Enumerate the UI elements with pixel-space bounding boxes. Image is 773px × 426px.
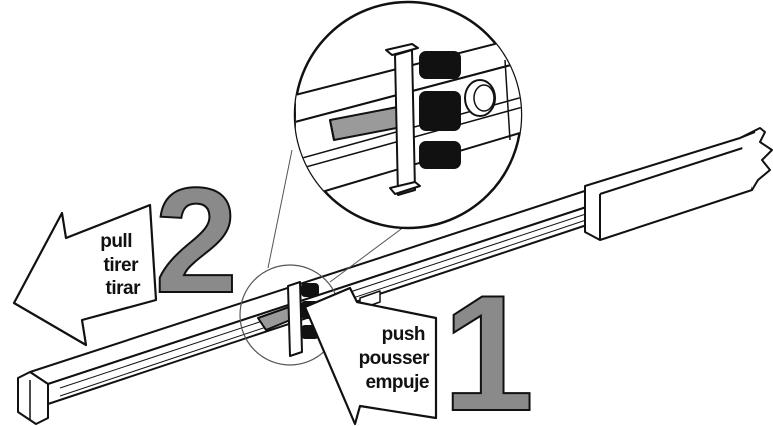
pull-arrow: pull tirer tirar [12,203,158,347]
step-number-2: 2 [154,155,239,325]
inner-rail [739,127,773,191]
tirer-label: tirer [104,255,140,276]
rail-end-cap [17,371,49,425]
tirar-label: tirar [106,278,142,299]
empuje-label: empuje [365,372,429,393]
push-label: push [382,324,425,345]
svg-text:1: 1 [442,261,533,426]
svg-text:2: 2 [155,156,238,324]
pull-label: pull [100,231,132,252]
detail-callout-large [293,0,523,230]
pousser-label: pousser [359,348,431,369]
push-arrow: push pousser empuje [303,286,438,426]
step-number-1: 1 [441,260,535,426]
